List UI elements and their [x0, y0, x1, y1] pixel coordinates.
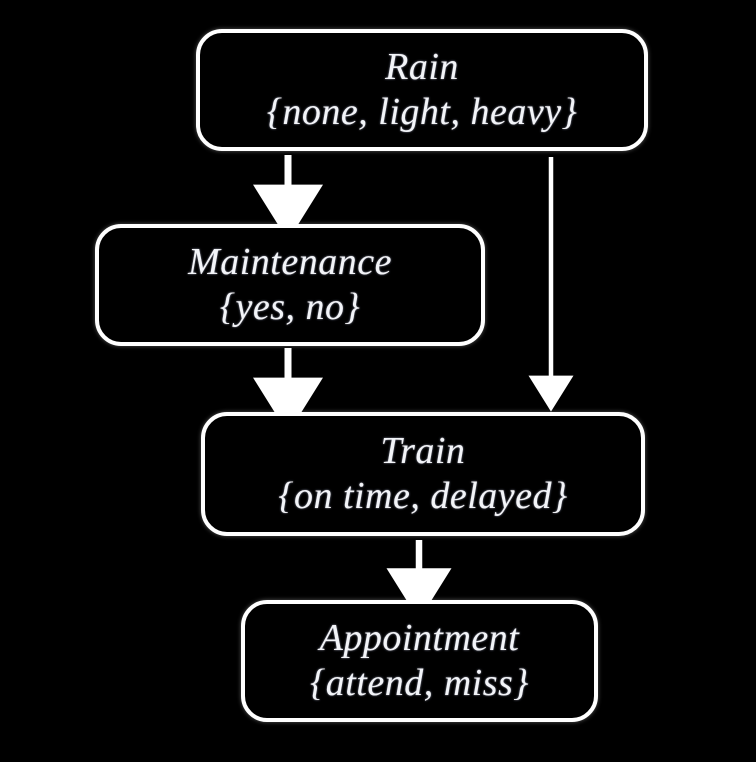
node-maintenance[interactable]: Maintenance {yes, no}	[95, 224, 485, 346]
node-train[interactable]: Train {on time, delayed}	[201, 412, 645, 536]
node-rain[interactable]: Rain {none, light, heavy}	[196, 29, 648, 151]
node-appointment[interactable]: Appointment {attend, miss}	[241, 600, 598, 722]
node-appointment-name: Appointment	[319, 617, 520, 660]
node-appointment-states: {attend, miss}	[310, 662, 529, 704]
node-train-states: {on time, delayed}	[278, 475, 568, 517]
node-maintenance-name: Maintenance	[188, 241, 392, 284]
node-rain-name: Rain	[385, 46, 459, 89]
node-train-name: Train	[380, 430, 466, 473]
node-rain-states: {none, light, heavy}	[266, 91, 578, 133]
node-maintenance-states: {yes, no}	[219, 286, 361, 328]
